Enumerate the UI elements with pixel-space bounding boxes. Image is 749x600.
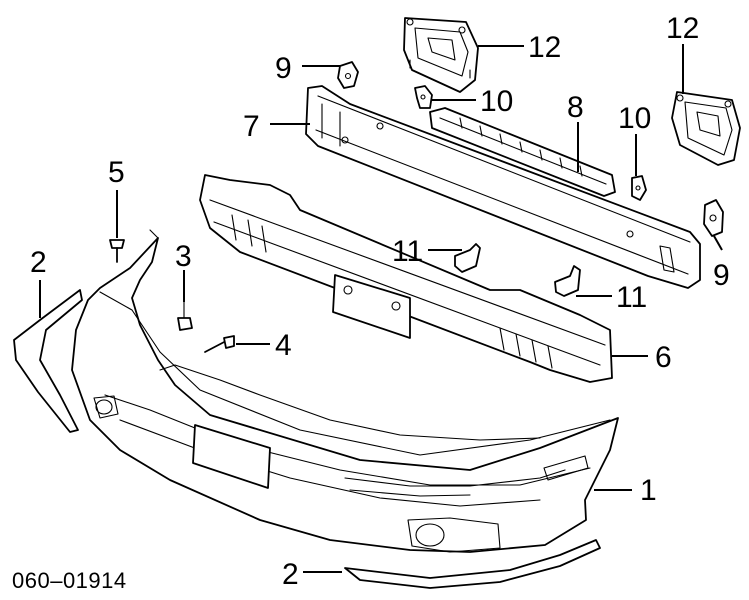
svg-text:12: 12 bbox=[666, 12, 699, 45]
svg-text:11: 11 bbox=[616, 281, 647, 314]
svg-text:7: 7 bbox=[243, 110, 260, 143]
svg-text:6: 6 bbox=[655, 341, 672, 374]
callout-6: 6 bbox=[655, 341, 672, 374]
part-1-bumper-cover bbox=[71, 229, 619, 553]
svg-text:10: 10 bbox=[480, 85, 513, 118]
callout-5: 5 bbox=[108, 156, 125, 189]
callout-10-left: 10 bbox=[480, 85, 513, 118]
callout-7: 7 bbox=[243, 110, 260, 143]
svg-text:9: 9 bbox=[275, 52, 292, 85]
svg-text:12: 12 bbox=[528, 31, 561, 64]
svg-text:8: 8 bbox=[567, 91, 584, 124]
callout-11-right: 11 bbox=[616, 281, 647, 314]
callout-2-lower: 2 bbox=[282, 558, 299, 591]
part-7-reinforcement-beam bbox=[305, 85, 701, 289]
part-9-clip-right bbox=[703, 199, 724, 237]
part-2-trim-strip-lower bbox=[344, 539, 601, 589]
part-12-bracket-right bbox=[671, 91, 741, 166]
part-12-bracket-left bbox=[403, 17, 479, 93]
callout-4: 4 bbox=[275, 329, 292, 362]
callout-12-left: 12 bbox=[528, 31, 561, 64]
callout-9-right: 9 bbox=[713, 259, 730, 292]
svg-text:1: 1 bbox=[640, 474, 657, 507]
svg-text:4: 4 bbox=[275, 329, 292, 362]
leader-lines bbox=[39, 44, 723, 573]
part-10-bracket-right bbox=[631, 175, 647, 201]
callout-11-left: 11 bbox=[392, 235, 423, 268]
svg-text:9: 9 bbox=[713, 259, 730, 292]
part-8-energy-absorber bbox=[429, 107, 616, 197]
part-6-impact-absorber bbox=[199, 174, 613, 383]
svg-text:3: 3 bbox=[175, 240, 192, 273]
reference-code: 060–01914 bbox=[12, 568, 127, 593]
callout-12-right: 12 bbox=[666, 12, 699, 45]
svg-text:10: 10 bbox=[618, 102, 651, 135]
part-5-push-pin bbox=[109, 239, 125, 263]
part-10-bracket-left bbox=[414, 85, 433, 109]
svg-text:2: 2 bbox=[30, 246, 47, 279]
callout-10-right: 10 bbox=[618, 102, 651, 135]
callout-3: 3 bbox=[175, 240, 192, 273]
part-4-screw bbox=[204, 335, 235, 353]
callout-9-left: 9 bbox=[275, 52, 292, 85]
svg-text:5: 5 bbox=[108, 156, 125, 189]
callout-8: 8 bbox=[567, 91, 584, 124]
svg-text:2: 2 bbox=[282, 558, 299, 591]
callout-1: 1 bbox=[640, 474, 657, 507]
part-9-clip-left bbox=[337, 61, 359, 89]
part-3-clip bbox=[177, 301, 193, 331]
part-2-trim-strip-upper bbox=[13, 289, 83, 433]
callout-2-upper: 2 bbox=[30, 246, 47, 279]
part-11-bracket-right bbox=[554, 265, 581, 297]
svg-text:11: 11 bbox=[392, 235, 423, 268]
part-11-bracket-left bbox=[454, 243, 481, 273]
